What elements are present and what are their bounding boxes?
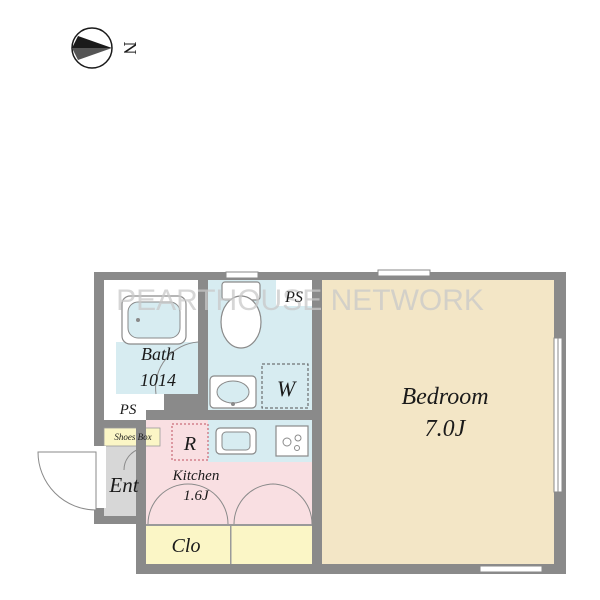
kitchen-label: Kitchen (172, 468, 220, 484)
toilet-icon (220, 281, 262, 349)
entrance-label: Ent (108, 473, 139, 497)
washer-label: W (277, 376, 297, 401)
bedroom-label: Bedroom (401, 384, 488, 410)
wall-closet-line (146, 524, 312, 526)
wall-bedroom-divider (312, 272, 322, 574)
pipe-space-top-area (276, 280, 312, 306)
kitchen-sink-icon (215, 427, 257, 455)
compass-needle-lower (72, 48, 112, 60)
window-bottom (479, 565, 543, 573)
shoes-box-label: Shoes Box (114, 432, 151, 442)
compass-needle-upper (72, 36, 112, 48)
entrance-inner-door (123, 447, 147, 471)
bath-label: Bath (141, 344, 175, 364)
entrance-door (37, 451, 97, 511)
closet-label: Clo (172, 535, 201, 557)
closet-doors (147, 483, 313, 525)
kitchen-size: 1.6J (183, 488, 210, 504)
window-top (377, 269, 431, 277)
stove-icon (275, 425, 309, 457)
wall-entrance-kitchen (136, 420, 146, 524)
refrigerator-label: R (183, 433, 196, 455)
bathtub-icon (121, 295, 187, 345)
bedroom-size: 7.0J (425, 416, 467, 442)
compass-label: N (120, 42, 140, 55)
pipe-space-top-label: PS (284, 289, 303, 306)
washer-space (261, 363, 309, 409)
watermark: PEARTHOUSE NETWORK (116, 284, 484, 317)
bath-door-swing (155, 341, 199, 395)
wall-bath-toilet (198, 272, 208, 406)
north-compass: N (71, 27, 140, 69)
wall-kitchen-top (146, 410, 312, 420)
window-toilet (225, 271, 259, 279)
closet-area (146, 526, 312, 564)
bath-size: 1014 (140, 370, 176, 390)
bath-floor (116, 342, 198, 394)
refrigerator-space (171, 423, 209, 461)
pipe-space-left-label: PS (119, 402, 137, 418)
bedroom-area (322, 280, 554, 564)
closet-divider (230, 526, 232, 564)
wash-basin-icon (209, 375, 257, 409)
